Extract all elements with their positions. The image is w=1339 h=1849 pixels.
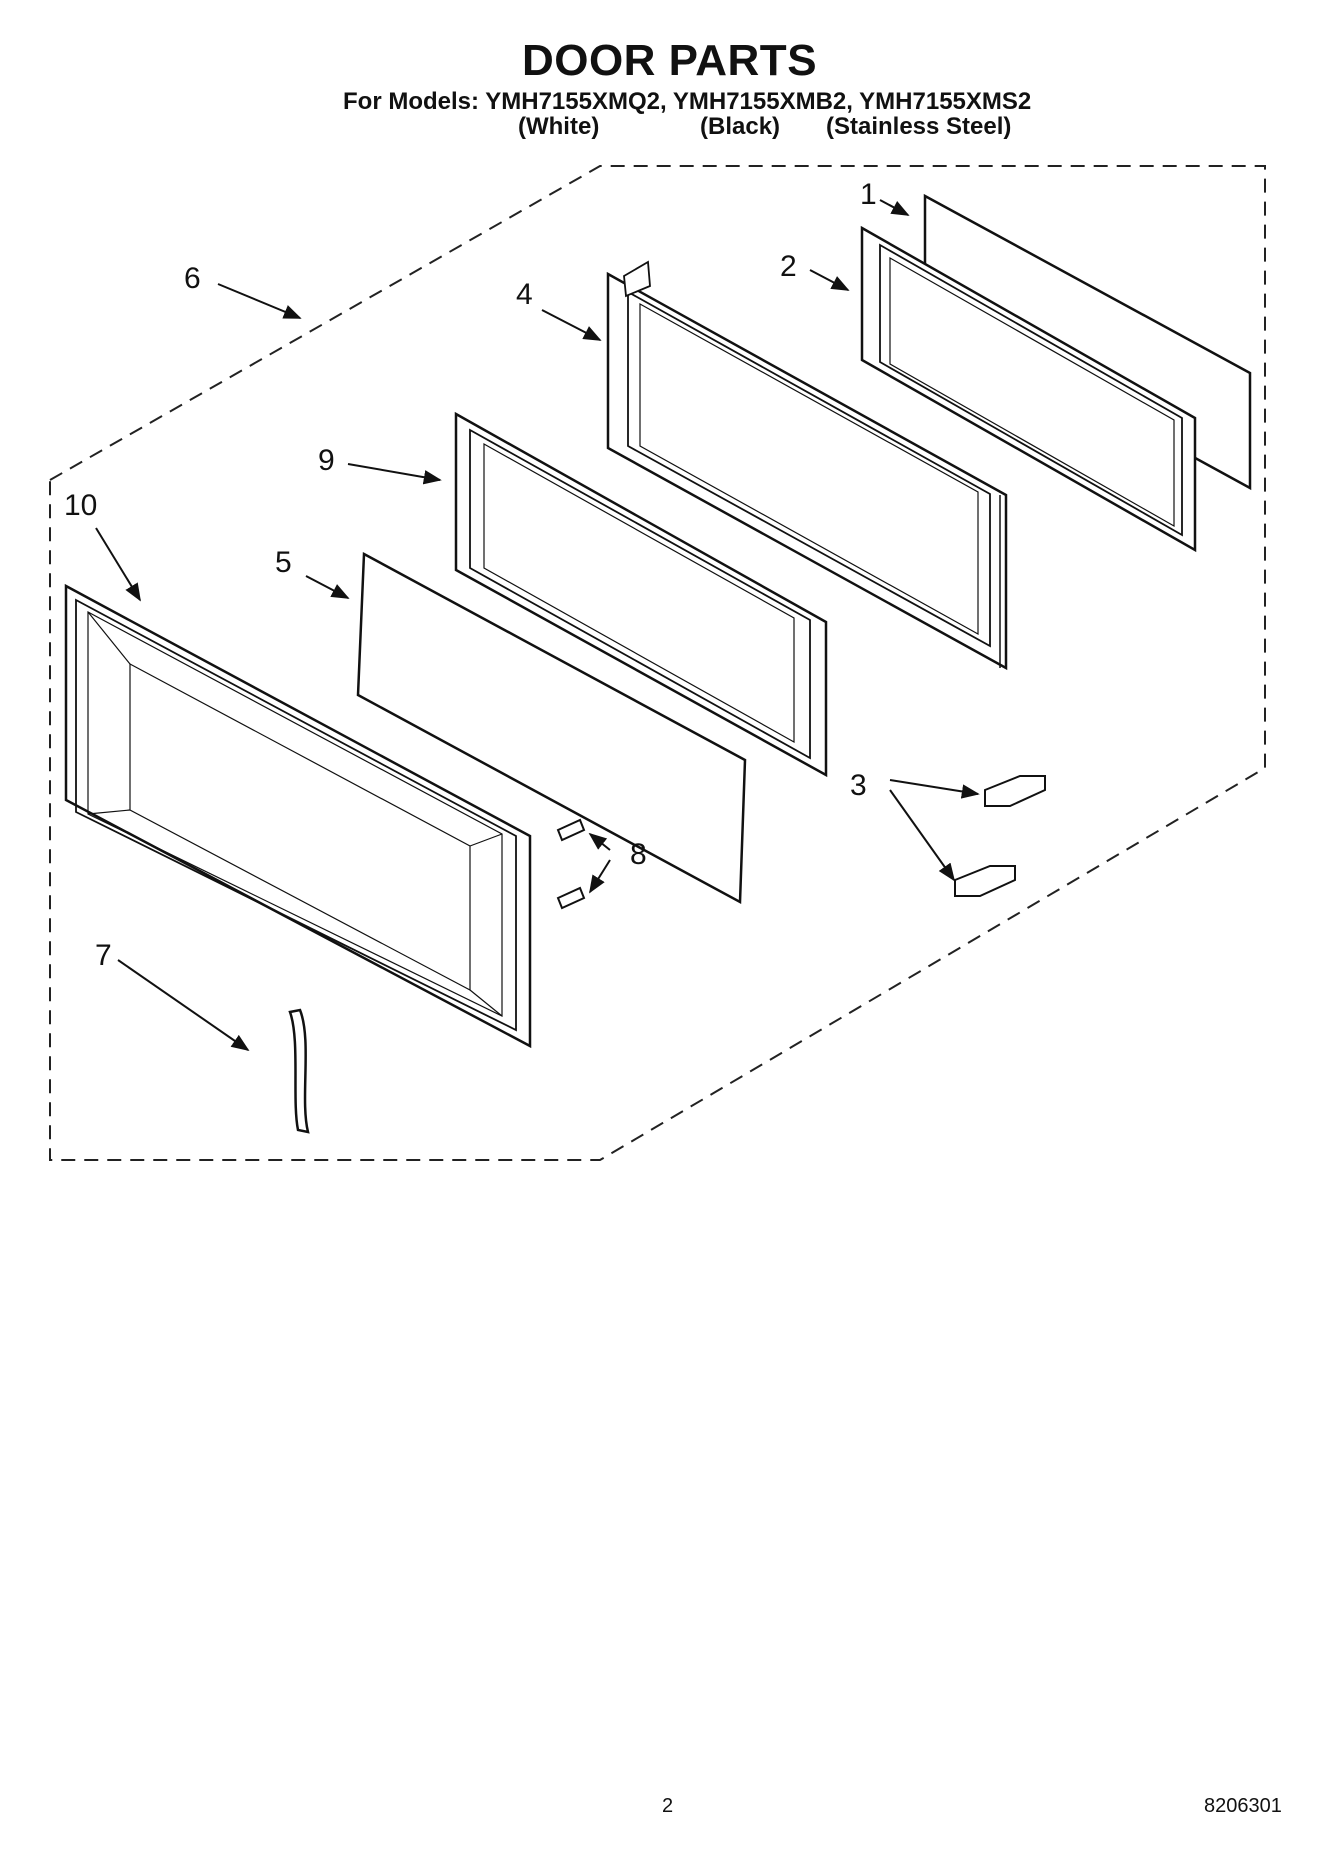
part-8-screws (556, 818, 586, 910)
leader-arrows (95, 199, 980, 1052)
document-number: 8206301 (1204, 1795, 1282, 1817)
callout-5: 5 (275, 546, 292, 579)
part-10-outer-door (64, 583, 532, 1049)
callout-2: 2 (780, 250, 797, 283)
part-2-choke-frame (860, 225, 1197, 553)
callout-8: 8 (630, 838, 647, 871)
part-3-latches (954, 775, 1046, 897)
assembly-boundary (49, 165, 1266, 1161)
callout-10: 10 (64, 489, 97, 522)
callout-3: 3 (850, 769, 867, 802)
models-line: For Models: YMH7155XMQ2, YMH7155XMB2, YM… (343, 88, 1032, 115)
page-title: DOOR PARTS (521, 36, 818, 85)
callout-9: 9 (318, 444, 335, 477)
part-7-handle (288, 1008, 310, 1134)
part-9-door-frame (454, 411, 828, 778)
part-4-inner-door-frame (606, 260, 1008, 671)
page-number: 2 (662, 1795, 674, 1817)
variant-white: (White) (518, 113, 600, 140)
callout-4: 4 (516, 278, 533, 311)
variant-black: (Black) (700, 113, 781, 140)
callout-6: 6 (184, 262, 201, 295)
callout-1: 1 (860, 178, 877, 211)
variant-stainless: (Stainless Steel) (826, 113, 1012, 140)
callout-7: 7 (95, 939, 112, 972)
part-5-panel (356, 551, 747, 905)
